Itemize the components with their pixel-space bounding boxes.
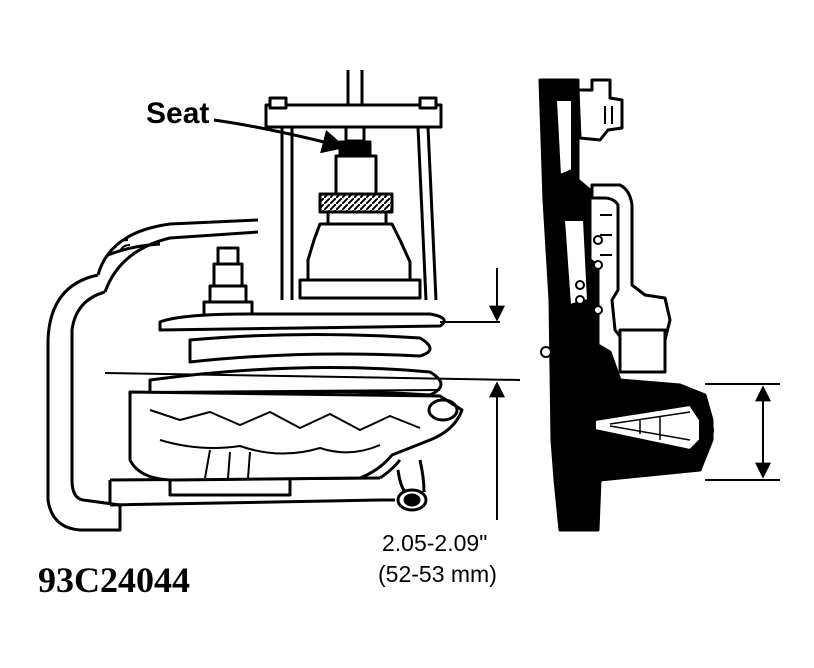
figure-number: 93C24044 xyxy=(38,560,190,600)
seat-callout-arrow xyxy=(213,118,347,154)
ring-gear-stack xyxy=(148,312,446,402)
assembly-drawing xyxy=(46,70,521,532)
holding-fixture xyxy=(46,218,428,532)
section-fitting-top xyxy=(576,78,624,142)
side-shaft xyxy=(202,246,254,318)
carrier-housing xyxy=(128,390,464,497)
cross-section-drawing xyxy=(538,78,780,532)
dimension-imperial-label: 2.05-2.09" xyxy=(382,530,487,556)
section-bearing xyxy=(618,328,667,374)
section-gear-teeth xyxy=(594,404,701,451)
section-tube xyxy=(590,183,672,347)
lower-extension-line xyxy=(104,372,521,381)
press-tool-frame xyxy=(264,70,443,301)
dimension-metric-label: (52-53 mm) xyxy=(378,561,497,587)
seat-label: Seat xyxy=(146,97,209,130)
pinion-bearing-stack xyxy=(298,140,422,300)
